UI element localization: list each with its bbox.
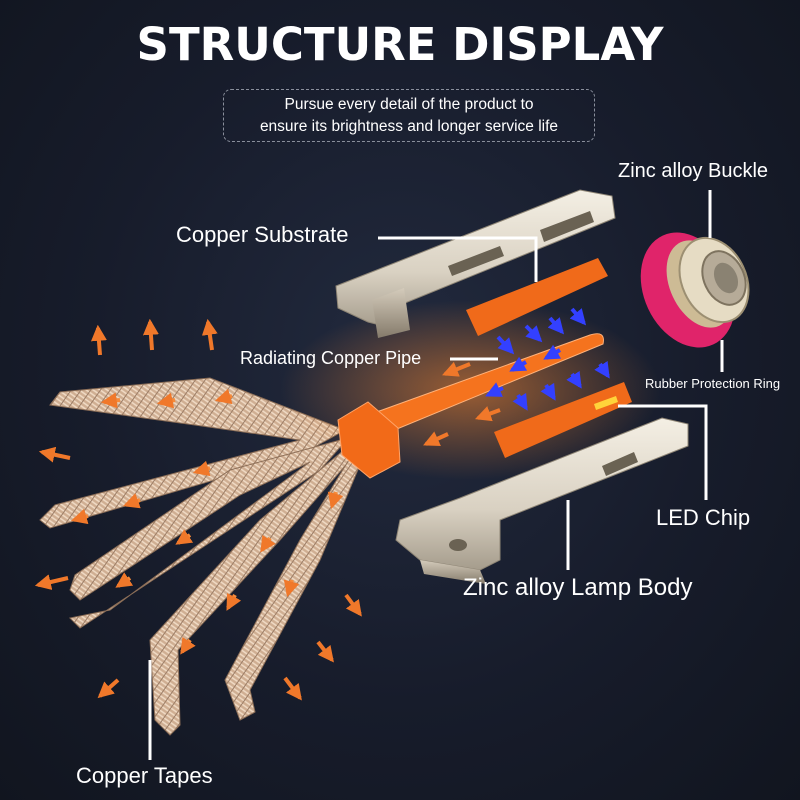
subtitle-line-1: Pursue every detail of the product to [284,95,534,113]
heat-arrows-on-tapes [70,388,344,655]
leader-led-chip [618,404,708,500]
cooling-arrows [485,307,610,411]
subtitle-line-2: ensure its brightness and longer service… [259,117,559,135]
label-zinc-alloy-buckle: Zinc alloy Buckle [618,160,769,182]
subtitle-box: Pursue every detail of the product to en… [223,89,595,142]
page-title: STRUCTURE DISPLAY [136,18,664,71]
leader-lines [148,190,724,760]
label-copper-tapes: Copper Tapes [76,763,213,788]
label-copper-substrate: Copper Substrate [176,222,349,247]
label-led-chip: LED Chip [656,505,751,530]
radiating-copper-pipe [337,333,604,479]
copper-pipe-collar [337,401,401,479]
leader-copper-substrate [378,236,538,282]
copper-tape-2 [68,437,350,629]
lower-metal-body [395,417,689,584]
copper-tape-3 [149,444,353,736]
upper-metal-housing [335,189,616,338]
led-chip [594,396,618,410]
label-rubber-protection-ring: Rubber Protection Ring [645,376,781,391]
copper-pipe-tube [359,333,604,439]
zinc-alloy-buckle [640,232,750,348]
copper-substrate-upper [466,258,608,336]
label-zinc-alloy-lamp-body: Zinc alloy Lamp Body [463,574,693,601]
copper-substrate-lower [494,382,632,458]
heat-arrows [34,318,501,701]
label-radiating-copper-pipe: Radiating Copper Pipe [240,348,422,368]
